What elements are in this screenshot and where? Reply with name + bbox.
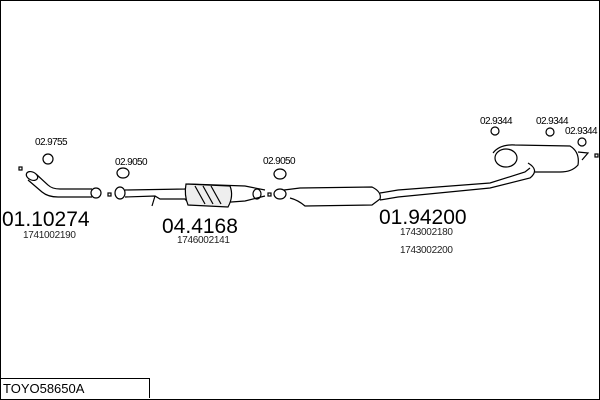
hanger-icon [490, 126, 500, 136]
hanger-number[interactable]: 02.9344 [480, 116, 513, 127]
hanger-number[interactable]: 02.9344 [536, 116, 569, 127]
hanger-icon [577, 137, 587, 147]
gasket-number[interactable]: 02.9050 [263, 156, 296, 167]
gasket-number[interactable]: 02.9050 [115, 157, 148, 168]
oe-number: 1743002200 [400, 245, 453, 256]
gasket-icon [273, 168, 287, 180]
rear-silencer-part[interactable] [267, 144, 599, 207]
oe-number: 1746002141 [177, 235, 230, 246]
front-pipe-part[interactable] [18, 166, 102, 199]
hanger-icon [545, 127, 555, 137]
part-number[interactable]: 01.94200 [379, 206, 467, 229]
gasket-icon [42, 153, 54, 165]
part-number[interactable]: 01.10274 [2, 208, 90, 231]
oe-number: 1741002190 [23, 230, 76, 241]
oe-number: 1743002180 [400, 227, 453, 238]
vehicle-code-label: TOYO58650A [0, 378, 150, 398]
hanger-number[interactable]: 02.9344 [565, 126, 598, 137]
gasket-icon [116, 167, 130, 179]
catalytic-converter-part[interactable] [107, 183, 266, 208]
gasket-number[interactable]: 02.9755 [35, 137, 68, 148]
part-number[interactable]: 04.4168 [162, 215, 238, 238]
